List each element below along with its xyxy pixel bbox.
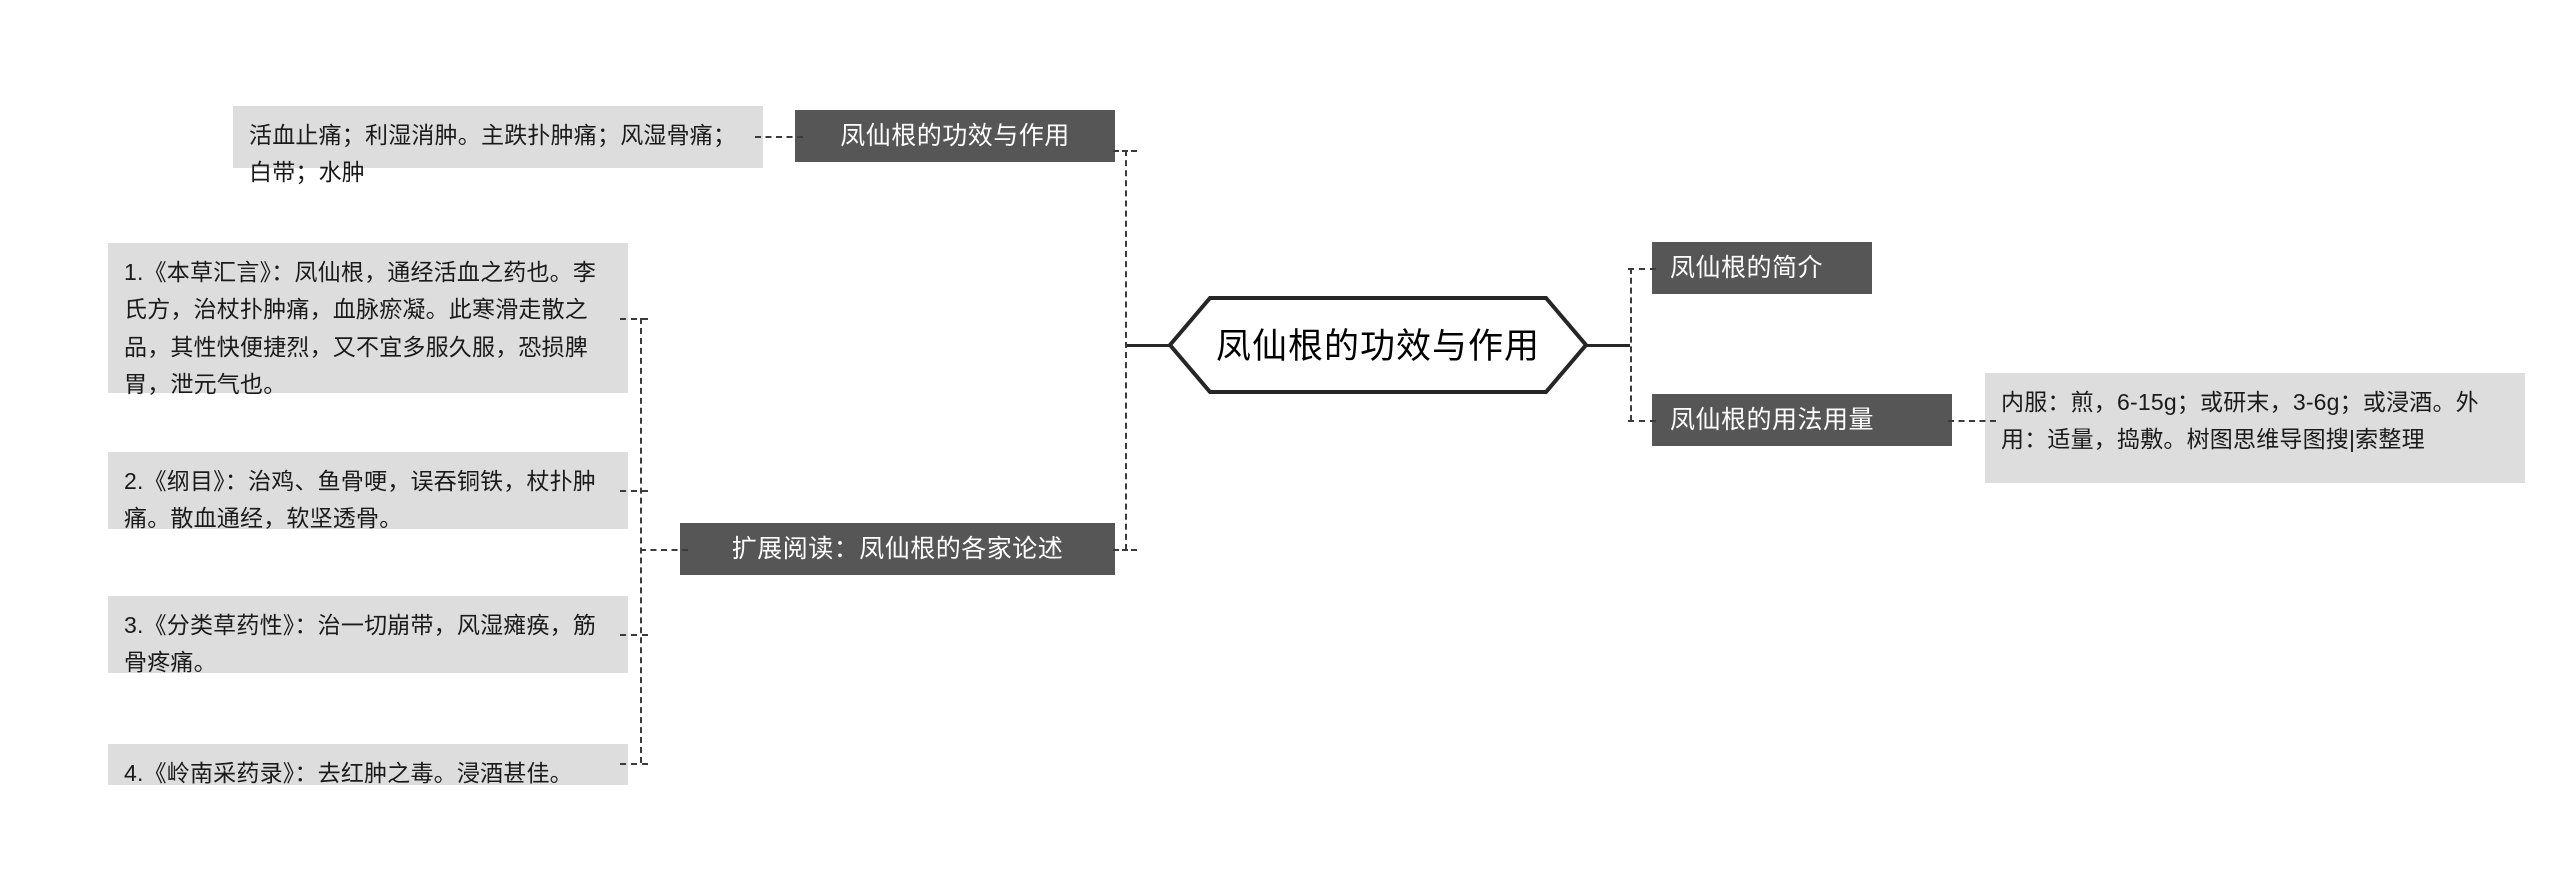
root-label: 凤仙根的功效与作用	[1215, 327, 1540, 366]
extended-reading-stem	[640, 549, 688, 551]
leaf-quote-3-text: 3.《分类草药性》：治一切崩带，风湿瘫痪，筋骨疼痛。	[124, 612, 597, 676]
connector-to-efficacy-topic	[1113, 150, 1137, 152]
topic-intro-label: 凤仙根的简介	[1670, 253, 1824, 282]
root-node[interactable]: 凤仙根的功效与作用	[1168, 296, 1588, 394]
topic-extended-reading[interactable]: 扩展阅读：凤仙根的各家论述	[680, 523, 1115, 575]
connector-to-intro-topic	[1628, 268, 1656, 270]
connector-to-quote-2	[620, 490, 648, 492]
topic-intro[interactable]: 凤仙根的简介	[1652, 242, 1872, 294]
root-left-stem	[1125, 344, 1173, 347]
leaf-quote-1-text: 1.《本草汇言》：凤仙根，通经活血之药也。李氏方，治杖扑肿痛，血脉瘀凝。此寒滑走…	[124, 259, 597, 397]
connector-to-extended-reading-topic	[1113, 549, 1137, 551]
connector-to-quote-4	[620, 763, 648, 765]
topic-usage-label: 凤仙根的用法用量	[1670, 405, 1875, 434]
connector-to-quote-1	[620, 318, 648, 320]
right-main-trunk	[1630, 268, 1632, 421]
quotes-trunk	[640, 318, 642, 763]
leaf-efficacy-detail: 活血止痛；利湿消肿。主跌扑肿痛；风湿骨痛；白带；水肿	[233, 106, 763, 185]
leaf-efficacy-text: 活血止痛；利湿消肿。主跌扑肿痛；风湿骨痛；白带；水肿	[249, 122, 737, 186]
leaf-quote-4-text: 4.《岭南采药录》：去红肿之毒。浸酒甚佳。	[124, 760, 573, 786]
root-hexagon-shape	[1168, 296, 1588, 394]
leaf-quote-2: 2.《纲目》：治鸡、鱼骨哽，误吞铜铁，杖扑肿痛。散血通经，软坚透骨。	[108, 452, 628, 532]
connector-efficacy-topic-to-leaf	[755, 136, 803, 138]
root-right-stem	[1586, 344, 1630, 347]
connector-usage-topic-to-leaf	[1948, 420, 1996, 422]
leaf-quote-4: 4.《岭南采药录》：去红肿之毒。浸酒甚佳。	[108, 744, 628, 786]
leaf-quote-1: 1.《本草汇言》：凤仙根，通经活血之药也。李氏方，治杖扑肿痛，血脉瘀凝。此寒滑走…	[108, 243, 628, 397]
topic-efficacy[interactable]: 凤仙根的功效与作用	[795, 110, 1115, 162]
topic-efficacy-label: 凤仙根的功效与作用	[840, 121, 1070, 150]
topic-extended-reading-label: 扩展阅读：凤仙根的各家论述	[731, 534, 1064, 563]
left-main-trunk	[1125, 150, 1127, 550]
leaf-usage-text: 内服：煎，6-15g；或研末，3-6g；或浸酒。外用：适量，捣敷。树图思维导图搜…	[2001, 389, 2479, 453]
leaf-quote-2-text: 2.《纲目》：治鸡、鱼骨哽，误吞铜铁，杖扑肿痛。散血通经，软坚透骨。	[124, 468, 597, 532]
leaf-usage-detail: 内服：煎，6-15g；或研末，3-6g；或浸酒。外用：适量，捣敷。树图思维导图搜…	[1985, 373, 2525, 483]
connector-to-quote-3	[620, 634, 648, 636]
topic-usage[interactable]: 凤仙根的用法用量	[1652, 394, 1952, 446]
leaf-quote-3: 3.《分类草药性》：治一切崩带，风湿瘫痪，筋骨疼痛。	[108, 596, 628, 676]
connector-to-usage-topic	[1628, 420, 1656, 422]
